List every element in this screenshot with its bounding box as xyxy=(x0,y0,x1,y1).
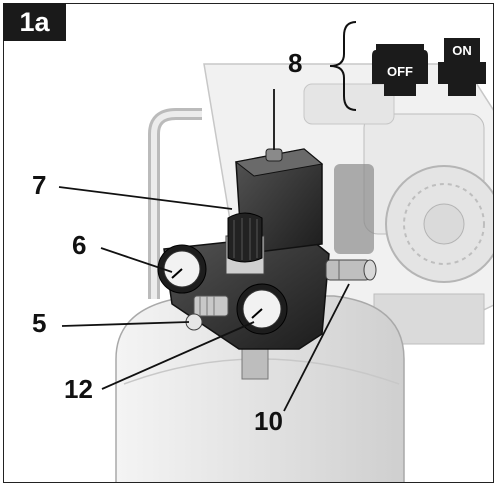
state-brace xyxy=(329,21,357,111)
figure-badge: 1a xyxy=(3,3,66,41)
callout-5: 5 xyxy=(32,308,47,338)
compressor-illustration: OFF ON xyxy=(58,21,493,482)
switch-on-label: ON xyxy=(452,43,472,58)
callout-12: 12 xyxy=(64,374,93,404)
callout-7: 7 xyxy=(32,170,47,200)
figure-frame: OFF ON xyxy=(3,3,494,483)
outlet-pressure-gauge xyxy=(236,283,288,335)
safety-valve xyxy=(325,259,377,281)
switch-on-icon: ON xyxy=(438,38,486,96)
callout-6: 6 xyxy=(72,230,87,260)
pressure-regulator-knob xyxy=(225,212,265,275)
switch-off-icon: OFF xyxy=(372,44,428,96)
callout-8: 8 xyxy=(288,48,303,78)
leader-lines xyxy=(58,89,350,412)
tank-pressure-gauge xyxy=(157,244,207,294)
callout-10: 10 xyxy=(254,406,283,436)
switch-off-label: OFF xyxy=(387,64,413,79)
quick-coupling xyxy=(185,295,229,331)
